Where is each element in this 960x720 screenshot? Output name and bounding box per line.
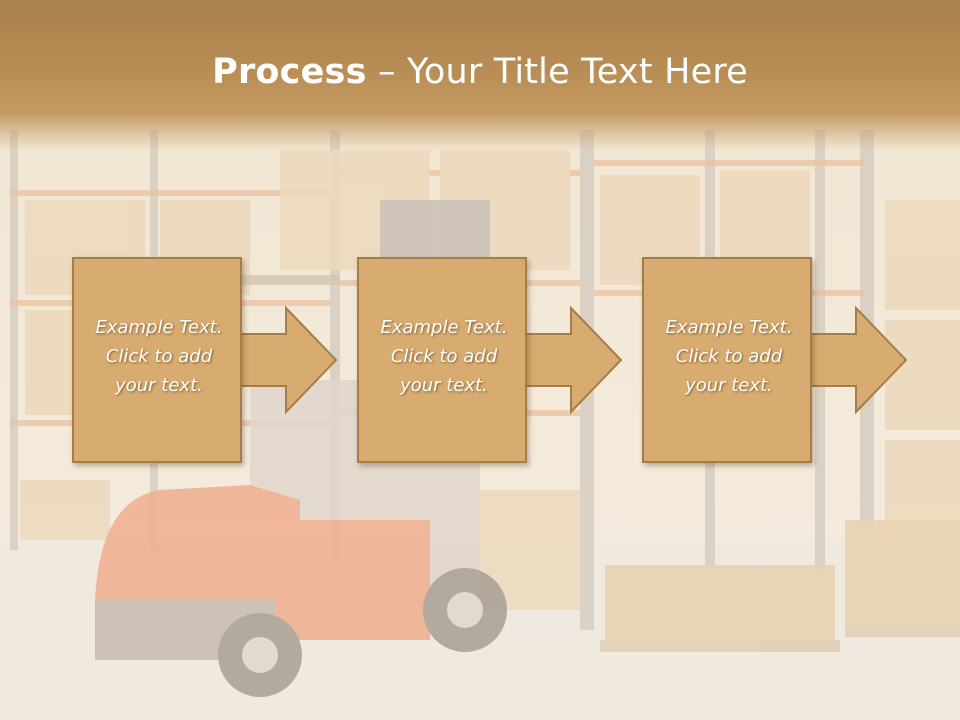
process-step-box[interactable]: Example Text. Click to add your text. — [642, 257, 812, 463]
process-step-box[interactable]: Example Text. Click to add your text. — [357, 257, 527, 463]
arrow-right-icon — [237, 305, 338, 415]
arrow-right-icon — [807, 305, 908, 415]
title-band — [0, 0, 960, 150]
process-step-box[interactable]: Example Text. Click to add your text. — [72, 257, 242, 463]
title-rest: – Your Title Text Here — [366, 52, 748, 92]
arrow-right-icon — [522, 305, 623, 415]
process-step-text: Example Text. Click to add your text. — [380, 317, 508, 396]
process-step-text: Example Text. Click to add your text. — [665, 317, 793, 396]
slide-title[interactable]: Process – Your Title Text Here — [0, 52, 960, 92]
title-bold: Process — [212, 52, 367, 92]
process-step-text: Example Text. Click to add your text. — [95, 317, 223, 396]
